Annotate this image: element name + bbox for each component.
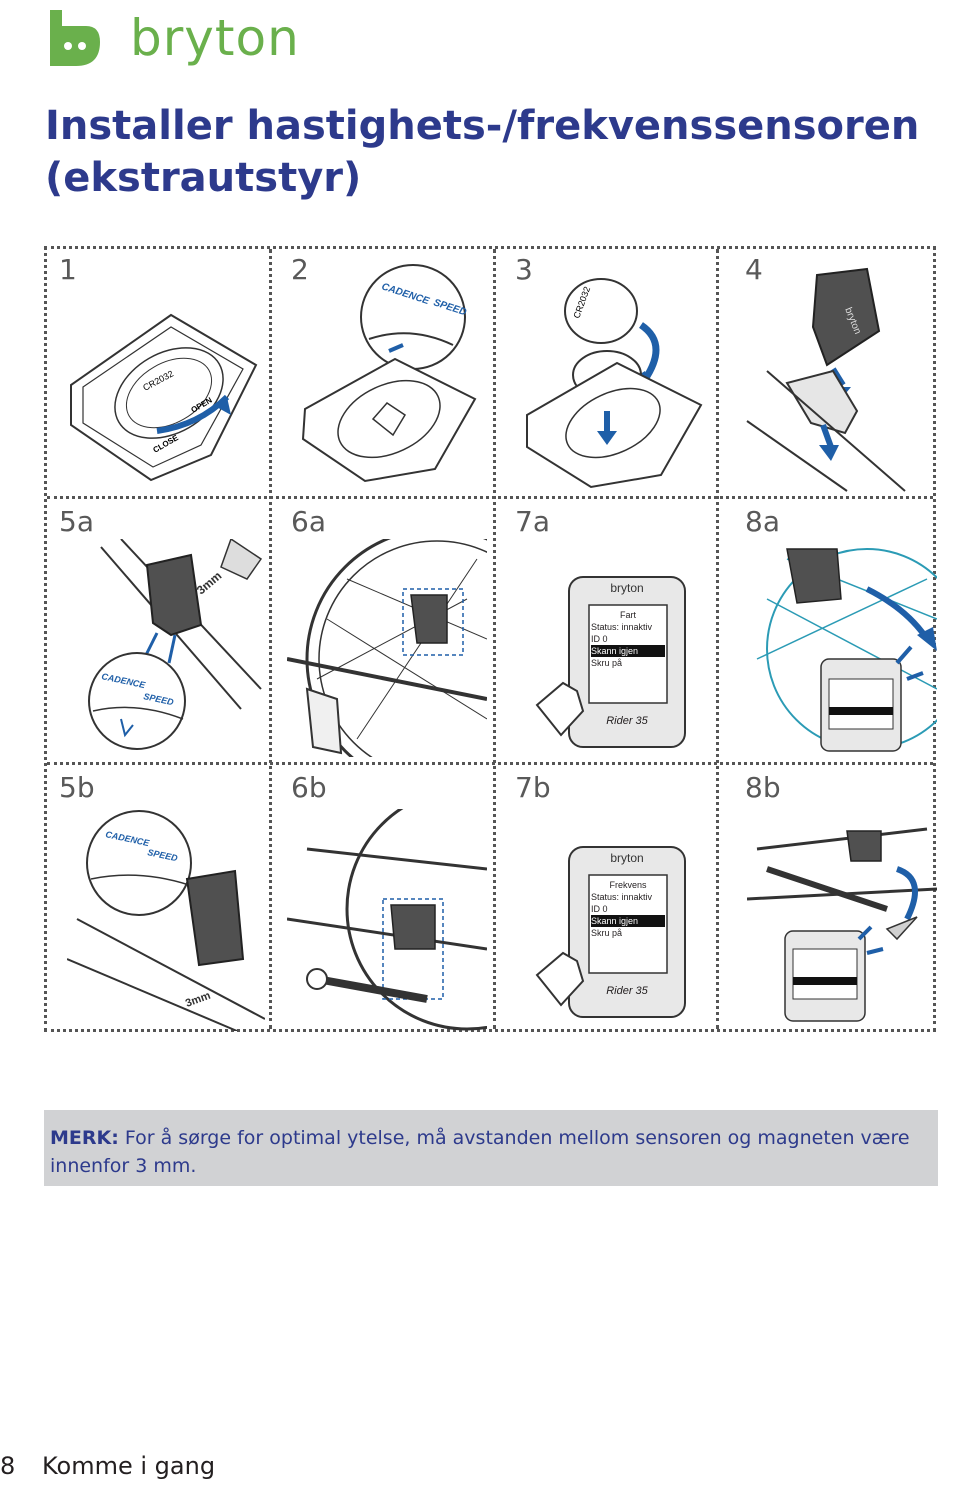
note-text: For å sørge for optimal ytelse, må avsta… bbox=[50, 1127, 910, 1177]
rescan-option[interactable]: Skann igjen bbox=[591, 915, 665, 927]
device-brand-b: bryton bbox=[610, 851, 644, 865]
sensor-pad-illustration: bryton bbox=[746, 267, 906, 492]
screen-id-label: ID bbox=[591, 904, 600, 914]
instruction-grid: 1 2 3 4 5a 6a 7a 8a 5b 6b 7b 8b CR2032 O… bbox=[44, 246, 937, 1032]
screen-id-label: ID bbox=[591, 634, 600, 644]
screen-status: Status: innaktiv bbox=[591, 622, 653, 632]
bryton-logo-icon bbox=[50, 10, 100, 66]
note-label: MERK: bbox=[50, 1127, 119, 1149]
hand-icon bbox=[535, 951, 585, 1007]
step-label-4: 4 bbox=[745, 253, 763, 286]
rotate-arrow-icon bbox=[213, 397, 231, 415]
device-model-b: Rider 35 bbox=[606, 985, 648, 997]
page-number: 8 bbox=[0, 1452, 16, 1480]
grid-divider bbox=[269, 249, 272, 1029]
note-box: MERK: For å sørge for optimal ytelse, må… bbox=[44, 1110, 938, 1186]
rotate-arrow-icon bbox=[917, 627, 937, 651]
wheel-spin-illustration bbox=[756, 548, 937, 752]
screen-id-value: 0 bbox=[602, 634, 608, 644]
screen-id-value: 0 bbox=[602, 904, 608, 914]
section-name: Komme i gang bbox=[42, 1452, 216, 1480]
step-label-1: 1 bbox=[59, 253, 77, 286]
step-label-8b: 8b bbox=[745, 771, 781, 804]
speed-sensor-screen: Fart Status: innaktiv ID 0 Skann igjen S… bbox=[591, 609, 665, 669]
crank-sensor-illustration bbox=[287, 809, 487, 1031]
crank-spin-illustration bbox=[747, 827, 937, 1022]
step-label-7a: 7a bbox=[515, 505, 550, 538]
hand-icon bbox=[535, 681, 585, 737]
step-label-6b: 6b bbox=[291, 771, 327, 804]
mount-cadence-illustration: CADENCE SPEED 3mm bbox=[67, 810, 265, 1031]
down-arrow-icon bbox=[597, 431, 617, 445]
screen-title: Fart bbox=[619, 610, 636, 620]
step-label-7b: 7b bbox=[515, 771, 551, 804]
battery-insert-illustration: CR2032 + bbox=[526, 278, 703, 489]
grid-divider bbox=[716, 249, 719, 1029]
device-model: Rider 35 bbox=[606, 715, 648, 727]
gap-distance-label-b: 3mm bbox=[184, 990, 212, 1010]
rescan-option[interactable]: Skann igjen bbox=[591, 645, 665, 657]
cadence-sensor-screen: Frekvens Status: innaktiv ID 0 Skann igj… bbox=[591, 879, 665, 939]
step-label-5b: 5b bbox=[59, 771, 95, 804]
step-label-2: 2 bbox=[291, 253, 309, 286]
wheel-sensor-illustration bbox=[287, 539, 487, 757]
turn-on-option[interactable]: Skru på bbox=[591, 658, 623, 668]
grid-divider bbox=[47, 762, 933, 765]
page-footer: 8 Komme i gang bbox=[0, 1452, 215, 1480]
brand-logo: bryton bbox=[42, 6, 332, 70]
mount-sensor-illustration: 3mm CADENCE SPEED bbox=[88, 539, 263, 750]
gap-distance-label: 3mm bbox=[194, 569, 224, 598]
sensor-open-illustration: CADENCE SPEED bbox=[301, 264, 477, 483]
step-label-8a: 8a bbox=[745, 505, 780, 538]
grid-divider bbox=[47, 496, 933, 499]
sensor-cover-illustration: CR2032 OPEN CLOSE bbox=[70, 313, 258, 482]
turn-on-option[interactable]: Skru på bbox=[591, 928, 623, 938]
grid-divider bbox=[493, 249, 496, 1029]
page-title: Installer hastighets-/frekvenssensoren (… bbox=[45, 103, 920, 201]
step-label-5a: 5a bbox=[59, 505, 94, 538]
brand-wordmark: bryton bbox=[130, 9, 300, 67]
screen-status: Status: innaktiv bbox=[591, 892, 653, 902]
device-7a: bryton Fart Status: innaktiv ID 0 Skann … bbox=[517, 539, 713, 757]
device-7b: bryton Frekvens Status: innaktiv ID 0 Sk… bbox=[517, 809, 713, 1031]
device-brand: bryton bbox=[610, 581, 644, 595]
step-label-3: 3 bbox=[515, 253, 533, 286]
down-arrow-icon bbox=[819, 445, 839, 461]
screen-title: Frekvens bbox=[609, 880, 647, 890]
step-label-6a: 6a bbox=[291, 505, 326, 538]
